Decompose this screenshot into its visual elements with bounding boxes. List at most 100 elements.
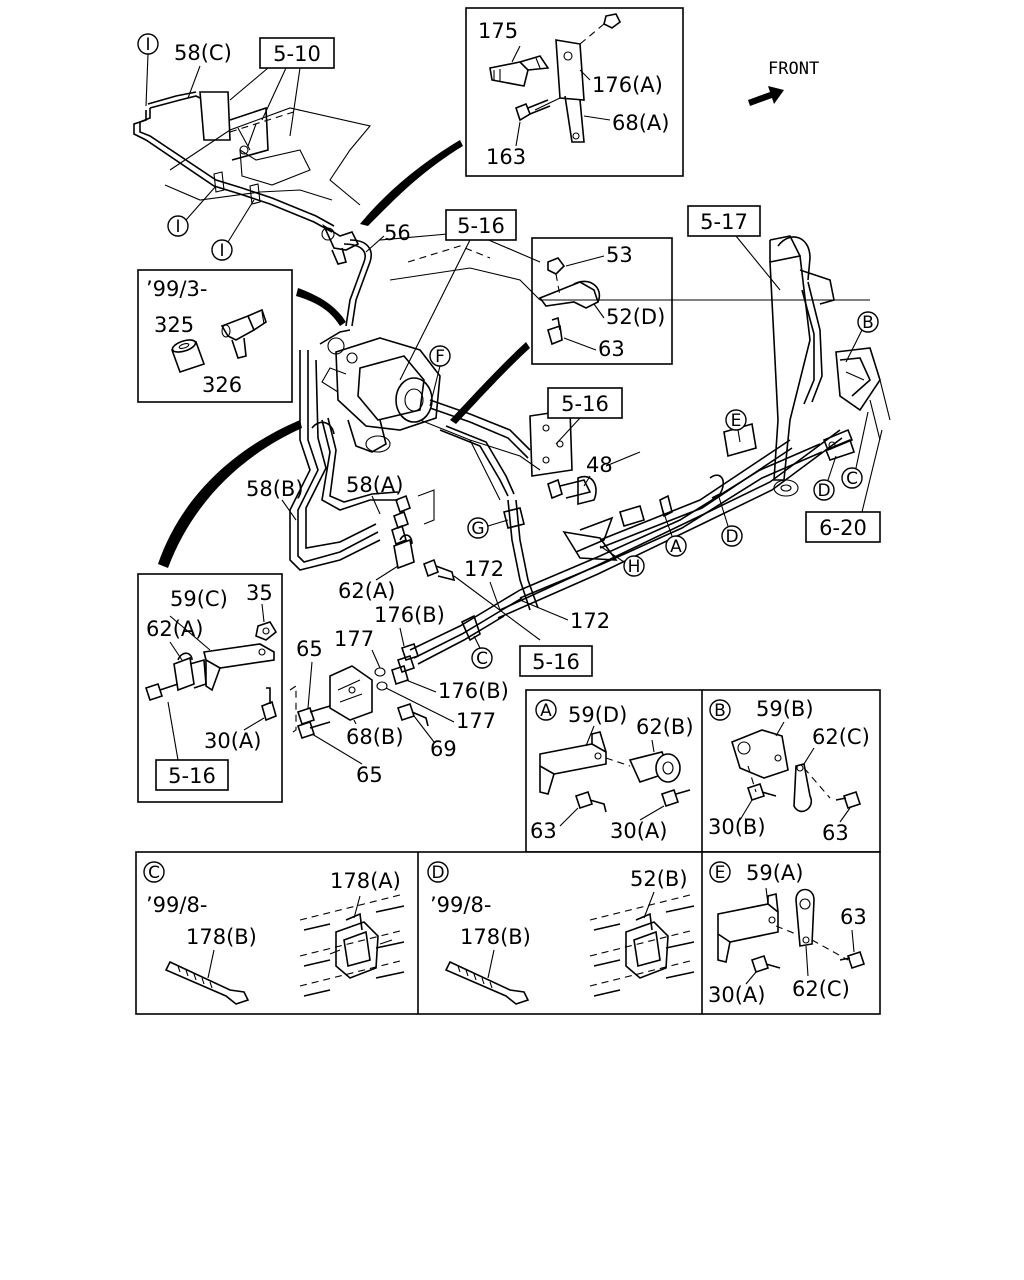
svg-text:5-17: 5-17: [700, 210, 748, 234]
part-175: 175: [478, 19, 518, 43]
svg-text:I: I: [145, 35, 150, 55]
part-52d: 52(D): [606, 305, 665, 329]
panel-a-62b: 62(B): [636, 715, 694, 739]
left-pipe-assembly: [289, 329, 435, 571]
callout-i-2: I: [167, 185, 217, 237]
callout-i-3: I: [211, 199, 255, 261]
panel-c-letter: C: [148, 863, 160, 883]
panel-a-63: 63: [530, 819, 557, 843]
callout-e: E: [725, 409, 747, 443]
panel-e: E 59(A) 63 30(A) 62(C): [708, 861, 867, 1007]
ref-5-16-left: 5-16: [155, 759, 229, 791]
panel-d-date: ’99/8-: [430, 893, 491, 917]
callout-c-main-1: C: [841, 411, 869, 489]
panel-e-62c: 62(C): [792, 977, 850, 1001]
callout-d-main-1: D: [813, 455, 837, 501]
panel-a: A 59(D) 62(B) 63 30(A): [530, 699, 694, 843]
part-172-b: 172: [570, 609, 610, 633]
svg-text:E: E: [731, 411, 742, 431]
part-325: 325: [154, 313, 194, 337]
panel-d-178b: 178(B): [460, 925, 531, 949]
panel-e-63: 63: [840, 905, 867, 929]
svg-text:A: A: [670, 537, 682, 557]
part-163: 163: [486, 145, 526, 169]
svg-text:C: C: [846, 469, 858, 489]
svg-text:5-16: 5-16: [532, 650, 580, 674]
front-arrow-icon: [748, 86, 784, 106]
part-176a: 176(A): [592, 73, 663, 97]
front-label: FRONT: [768, 59, 819, 79]
part-68b: 68(B): [346, 725, 404, 749]
ref-5-16-top: 5-16: [399, 209, 517, 381]
part-56: 56: [384, 221, 411, 245]
svg-text:H: H: [628, 557, 641, 577]
svg-text:D: D: [817, 481, 830, 501]
part-62a-main: 62(A): [338, 579, 395, 603]
panel-a-letter: A: [540, 701, 552, 721]
svg-text:5-16: 5-16: [168, 764, 216, 788]
ref-6-20: 6-20: [805, 429, 883, 543]
part-177-1: 177: [334, 627, 374, 651]
svg-text:I: I: [219, 241, 224, 261]
callout-g: G: [467, 517, 509, 539]
ref-5-17: 5-17: [687, 205, 781, 291]
callout-c-main-2: C: [471, 635, 493, 669]
part-172-a: 172: [464, 557, 504, 581]
panel-e-30a: 30(A): [708, 983, 765, 1007]
panel-d-52b: 52(B): [630, 867, 688, 891]
part-65-1: 65: [296, 637, 323, 661]
part-176b-2: 176(B): [438, 679, 509, 703]
inset-clip: 53 52(D) 63: [531, 237, 673, 365]
ref-5-16-mid: 5-16: [547, 387, 623, 445]
panel-d: D ’99/8- 52(B) 178(B): [427, 861, 695, 1005]
part-69: 69: [430, 737, 457, 761]
part-35: 35: [246, 581, 273, 605]
front-direction: FRONT: [748, 59, 819, 106]
inset-fitting-bracket: 175 176(A) 68(A) 163: [465, 7, 684, 177]
panel-e-59a: 59(A): [746, 861, 803, 885]
svg-text:C: C: [476, 649, 488, 669]
part-58c: 58(C): [174, 41, 232, 65]
svg-text:5-16: 5-16: [561, 392, 609, 416]
part-58b: 58(B): [246, 477, 304, 501]
part-326: 326: [202, 373, 242, 397]
panel-b-59b: 59(B): [756, 697, 814, 721]
panel-c-date: ’99/8-: [146, 893, 207, 917]
part-58a: 58(A): [346, 473, 403, 497]
bracket-68b: [289, 665, 429, 740]
part-59c: 59(C): [170, 587, 228, 611]
svg-text:5-16: 5-16: [457, 214, 505, 238]
svg-text:6-20: 6-20: [819, 516, 867, 540]
svg-text:D: D: [725, 527, 738, 547]
panel-e-letter: E: [715, 863, 726, 883]
inset-99-3: ’99/3- 325 326: [137, 269, 293, 403]
panel-b-letter: B: [714, 701, 726, 721]
panel-b-30b: 30(B): [708, 815, 766, 839]
part-68a: 68(A): [612, 111, 669, 135]
panel-c-178a: 178(A): [330, 869, 401, 893]
part-65-2: 65: [356, 763, 383, 787]
part-53: 53: [606, 243, 633, 267]
svg-text:G: G: [471, 519, 484, 539]
svg-text:B: B: [862, 313, 874, 333]
callout-b-main: B: [845, 311, 879, 363]
part-177-2: 177: [456, 709, 496, 733]
panel-c: C ’99/8- 178(A) 178(B): [143, 861, 405, 1005]
inset-99-3-date: ’99/3-: [146, 277, 207, 301]
ref-5-16-lower: 5-16: [519, 645, 593, 677]
callout-d-main-2: D: [717, 493, 743, 547]
part-63: 63: [598, 337, 625, 361]
detail-panels: [135, 689, 881, 1015]
panel-c-178b: 178(B): [186, 925, 257, 949]
lower-hose-group: [374, 589, 523, 691]
panel-a-30a: 30(A): [610, 819, 667, 843]
panel-b: B 59(B) 62(C) 30(B) 63: [708, 697, 870, 845]
svg-text:F: F: [435, 347, 445, 367]
part-176b-1: 176(B): [374, 603, 445, 627]
callout-h: H: [599, 545, 645, 577]
panel-b-62c: 62(C): [812, 725, 870, 749]
callout-a-main: A: [661, 507, 687, 557]
upper-pipe-assembly: [133, 91, 372, 327]
callout-i-1: I: [137, 33, 159, 107]
